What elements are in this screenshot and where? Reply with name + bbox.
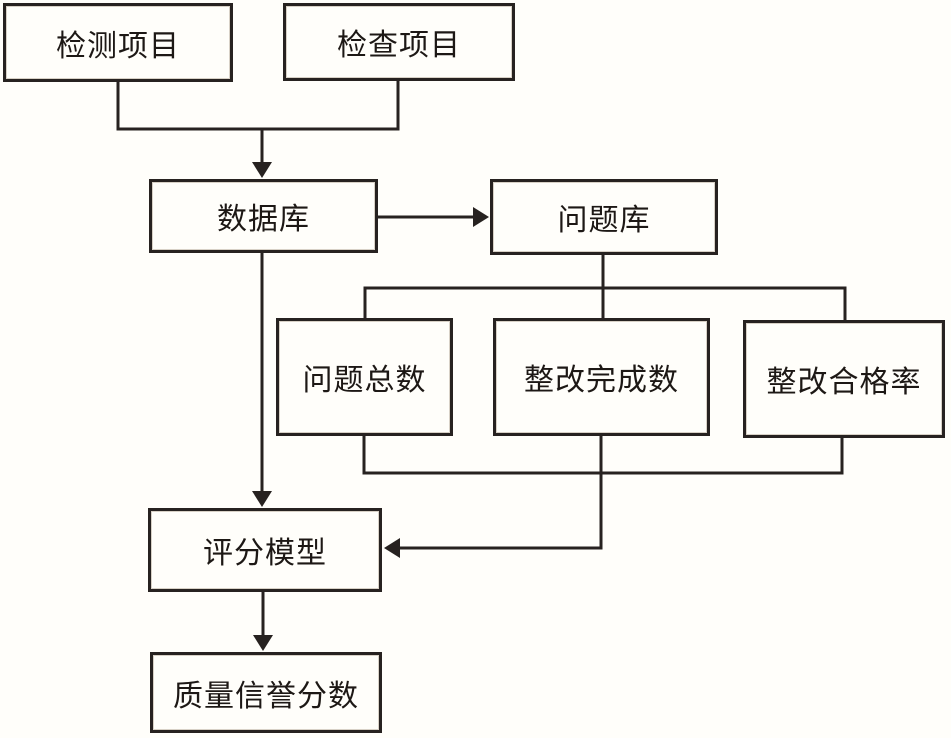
- node-database-label: 数据库: [217, 202, 310, 237]
- node-rectification-completed: 整改完成数: [493, 318, 710, 436]
- arrowhead-down-icon: [252, 491, 272, 507]
- connector-merge-to-database-arrow: [252, 129, 272, 178]
- node-database: 数据库: [149, 179, 378, 253]
- node-scoring-model-label: 评分模型: [203, 536, 327, 571]
- node-rectification-completed-label: 整改完成数: [524, 363, 679, 398]
- node-rectification-pass-rate: 整改合格率: [743, 320, 945, 438]
- node-rectification-pass-rate-label: 整改合格率: [766, 365, 922, 400]
- node-problem-library-label: 问题库: [557, 203, 651, 238]
- arrowhead-right-icon: [473, 207, 489, 227]
- node-quality-reputation-score-label: 质量信誉分数: [173, 678, 359, 714]
- node-problem-library: 问题库: [490, 179, 718, 255]
- arrowhead-down-icon: [253, 635, 273, 651]
- arrowhead-down-icon: [252, 162, 272, 178]
- node-inspection-project-label: 检查项目: [337, 28, 461, 63]
- node-inspection-project: 检查项目: [283, 3, 515, 81]
- connector-database-to-problem-library-arrow: [378, 207, 489, 227]
- node-problem-total-label: 问题总数: [302, 363, 427, 398]
- node-detection-project-label: 检测项目: [56, 28, 180, 64]
- arrowhead-left-icon: [384, 538, 400, 558]
- node-scoring-model: 评分模型: [148, 508, 382, 592]
- node-quality-reputation-score: 质量信誉分数: [150, 652, 382, 733]
- connector-database-to-scoring-model-arrow: [252, 253, 272, 507]
- node-detection-project: 检测项目: [3, 3, 233, 82]
- connector-collector-to-scoring-model-arrow: [384, 538, 603, 558]
- node-problem-total: 问题总数: [276, 318, 453, 436]
- connector-scoring-model-to-score-arrow: [253, 592, 273, 651]
